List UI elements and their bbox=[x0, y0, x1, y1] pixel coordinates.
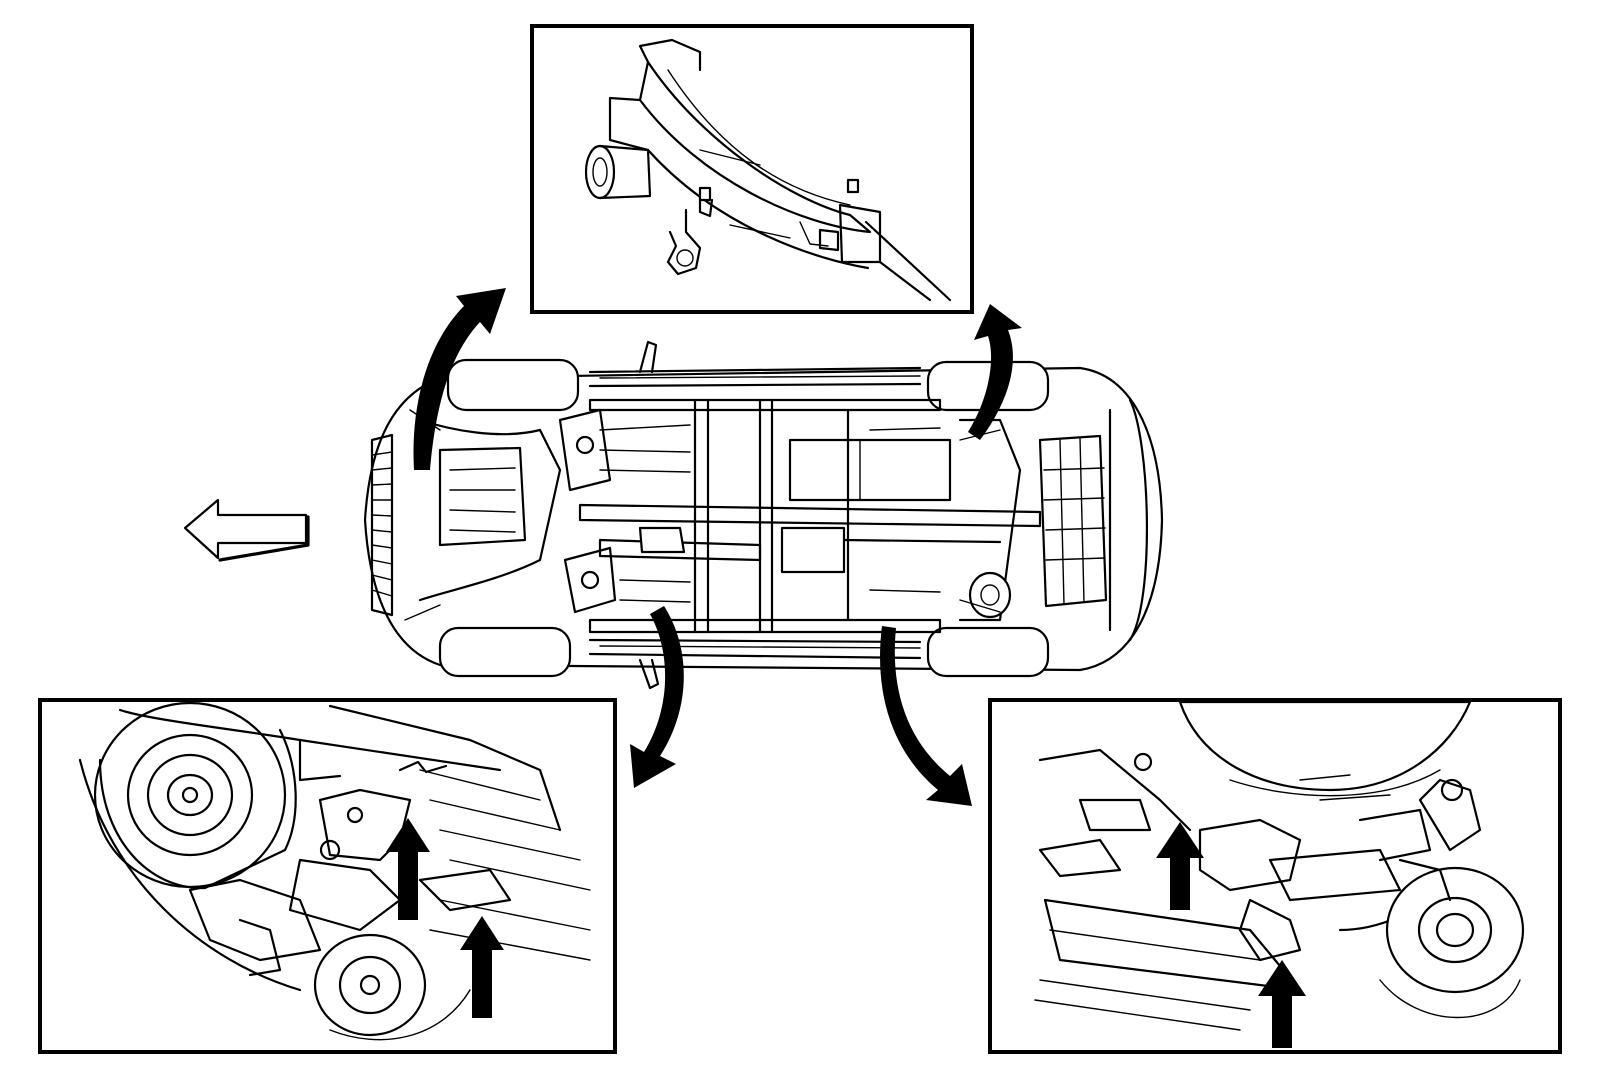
callout-arrow-icon-bottom-right bbox=[880, 626, 972, 806]
lift-point-arrow-icon-4 bbox=[1258, 960, 1306, 1048]
lift-point-arrow-icon-2 bbox=[460, 916, 504, 1018]
curved-callout-arrows bbox=[413, 288, 1022, 806]
detail-bottom-right-rear-lift-points bbox=[988, 698, 1562, 1054]
callout-arrow-icon-top-right bbox=[968, 304, 1022, 440]
front-direction-arrow-icon bbox=[183, 498, 308, 560]
rear-right-tire bbox=[926, 626, 1050, 678]
rear-differential bbox=[968, 571, 1012, 619]
detail-top-crossmember bbox=[530, 24, 974, 314]
vehicle-underbody bbox=[363, 340, 1164, 690]
lift-point-arrow-icon-3 bbox=[1156, 822, 1204, 910]
callout-arrow-icon-top-left bbox=[413, 288, 506, 470]
lift-point-arrow-icon-1 bbox=[386, 818, 430, 920]
body-outline bbox=[363, 366, 1164, 672]
detail-bottom-left-front-lift-points bbox=[38, 698, 617, 1054]
catalytic-converter bbox=[638, 526, 686, 554]
muffler bbox=[780, 526, 846, 574]
callout-arrow-icon-bottom-left bbox=[630, 606, 684, 788]
fuel-tank bbox=[788, 438, 952, 502]
driveshaft bbox=[578, 503, 1042, 528]
front-left-tire bbox=[446, 358, 580, 412]
front-right-tire bbox=[438, 626, 572, 678]
